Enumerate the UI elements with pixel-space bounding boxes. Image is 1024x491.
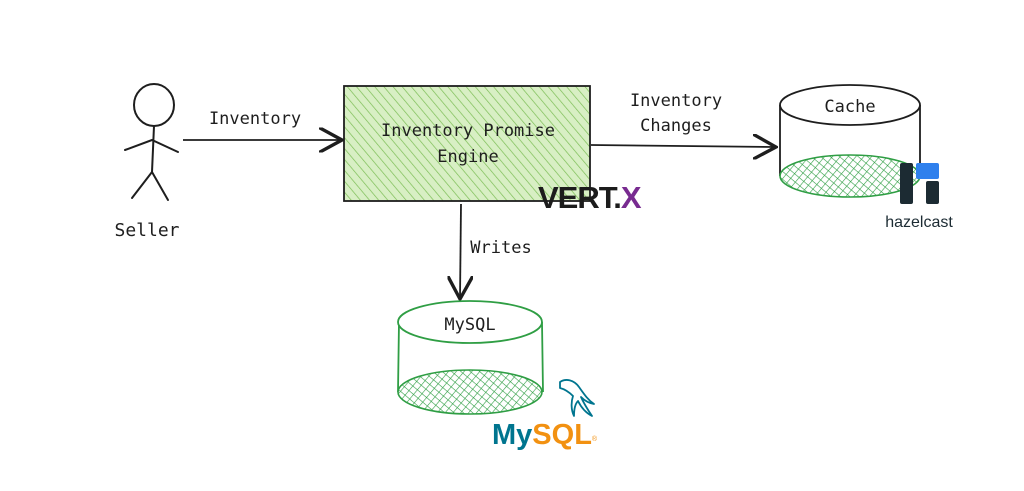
mysql-logo-sql: SQL bbox=[532, 419, 592, 451]
arrow-engine-to-cache bbox=[590, 145, 776, 147]
mysql-logo: MySQL® bbox=[492, 379, 598, 451]
mysql-node: MySQL bbox=[397, 300, 544, 415]
edge-label-writes: Writes bbox=[470, 238, 531, 258]
engine-node: Inventory Promise Engine bbox=[343, 85, 591, 202]
engine-label-line1: Inventory Promise bbox=[381, 121, 555, 141]
edge-label-inventory-changes-2: Changes bbox=[640, 116, 712, 136]
engine-box-border bbox=[343, 85, 591, 202]
mysql-logo-reg: ® bbox=[592, 435, 598, 443]
cache-top bbox=[779, 84, 921, 126]
hazelcast-logo: hazelcast bbox=[885, 163, 953, 231]
cache-node: Cache bbox=[779, 84, 921, 198]
seller-label: Seller bbox=[114, 220, 179, 241]
engine-label-line2: Engine bbox=[437, 147, 498, 167]
vertx-logo: VERT.X bbox=[538, 180, 643, 215]
edge-label-inventory-changes-1: Inventory bbox=[630, 91, 722, 111]
engine-box-hatch bbox=[344, 86, 590, 201]
vertx-logo-text: VERT. bbox=[538, 180, 621, 215]
seller-actor: Seller bbox=[114, 83, 180, 241]
mysql-bottom-hatch bbox=[398, 370, 542, 414]
mysql-label: MySQL bbox=[444, 315, 495, 335]
mysql-top bbox=[397, 300, 543, 344]
arrow-engine-to-mysql bbox=[460, 203, 461, 299]
stick-figure-icon bbox=[124, 83, 179, 201]
cache-bottom-hatch bbox=[780, 155, 920, 197]
dolphin-icon bbox=[559, 379, 595, 417]
hazelcast-logo-text: hazelcast bbox=[885, 214, 953, 231]
svg-text:MySQL®: MySQL® bbox=[492, 419, 598, 451]
edge-engine-to-cache: Inventory Changes bbox=[590, 91, 776, 147]
vertx-logo-x: X bbox=[621, 180, 642, 215]
edge-label-inventory: Inventory bbox=[209, 109, 301, 129]
edge-engine-to-mysql: Writes bbox=[460, 203, 532, 299]
hazelcast-logo-icon bbox=[900, 163, 939, 204]
edge-seller-to-engine: Inventory bbox=[183, 109, 342, 140]
mysql-cylinder-body bbox=[397, 321, 544, 393]
mysql-logo-my: My bbox=[492, 419, 532, 451]
svg-text:VERT.X: VERT.X bbox=[538, 180, 642, 215]
cache-label: Cache bbox=[824, 97, 875, 117]
